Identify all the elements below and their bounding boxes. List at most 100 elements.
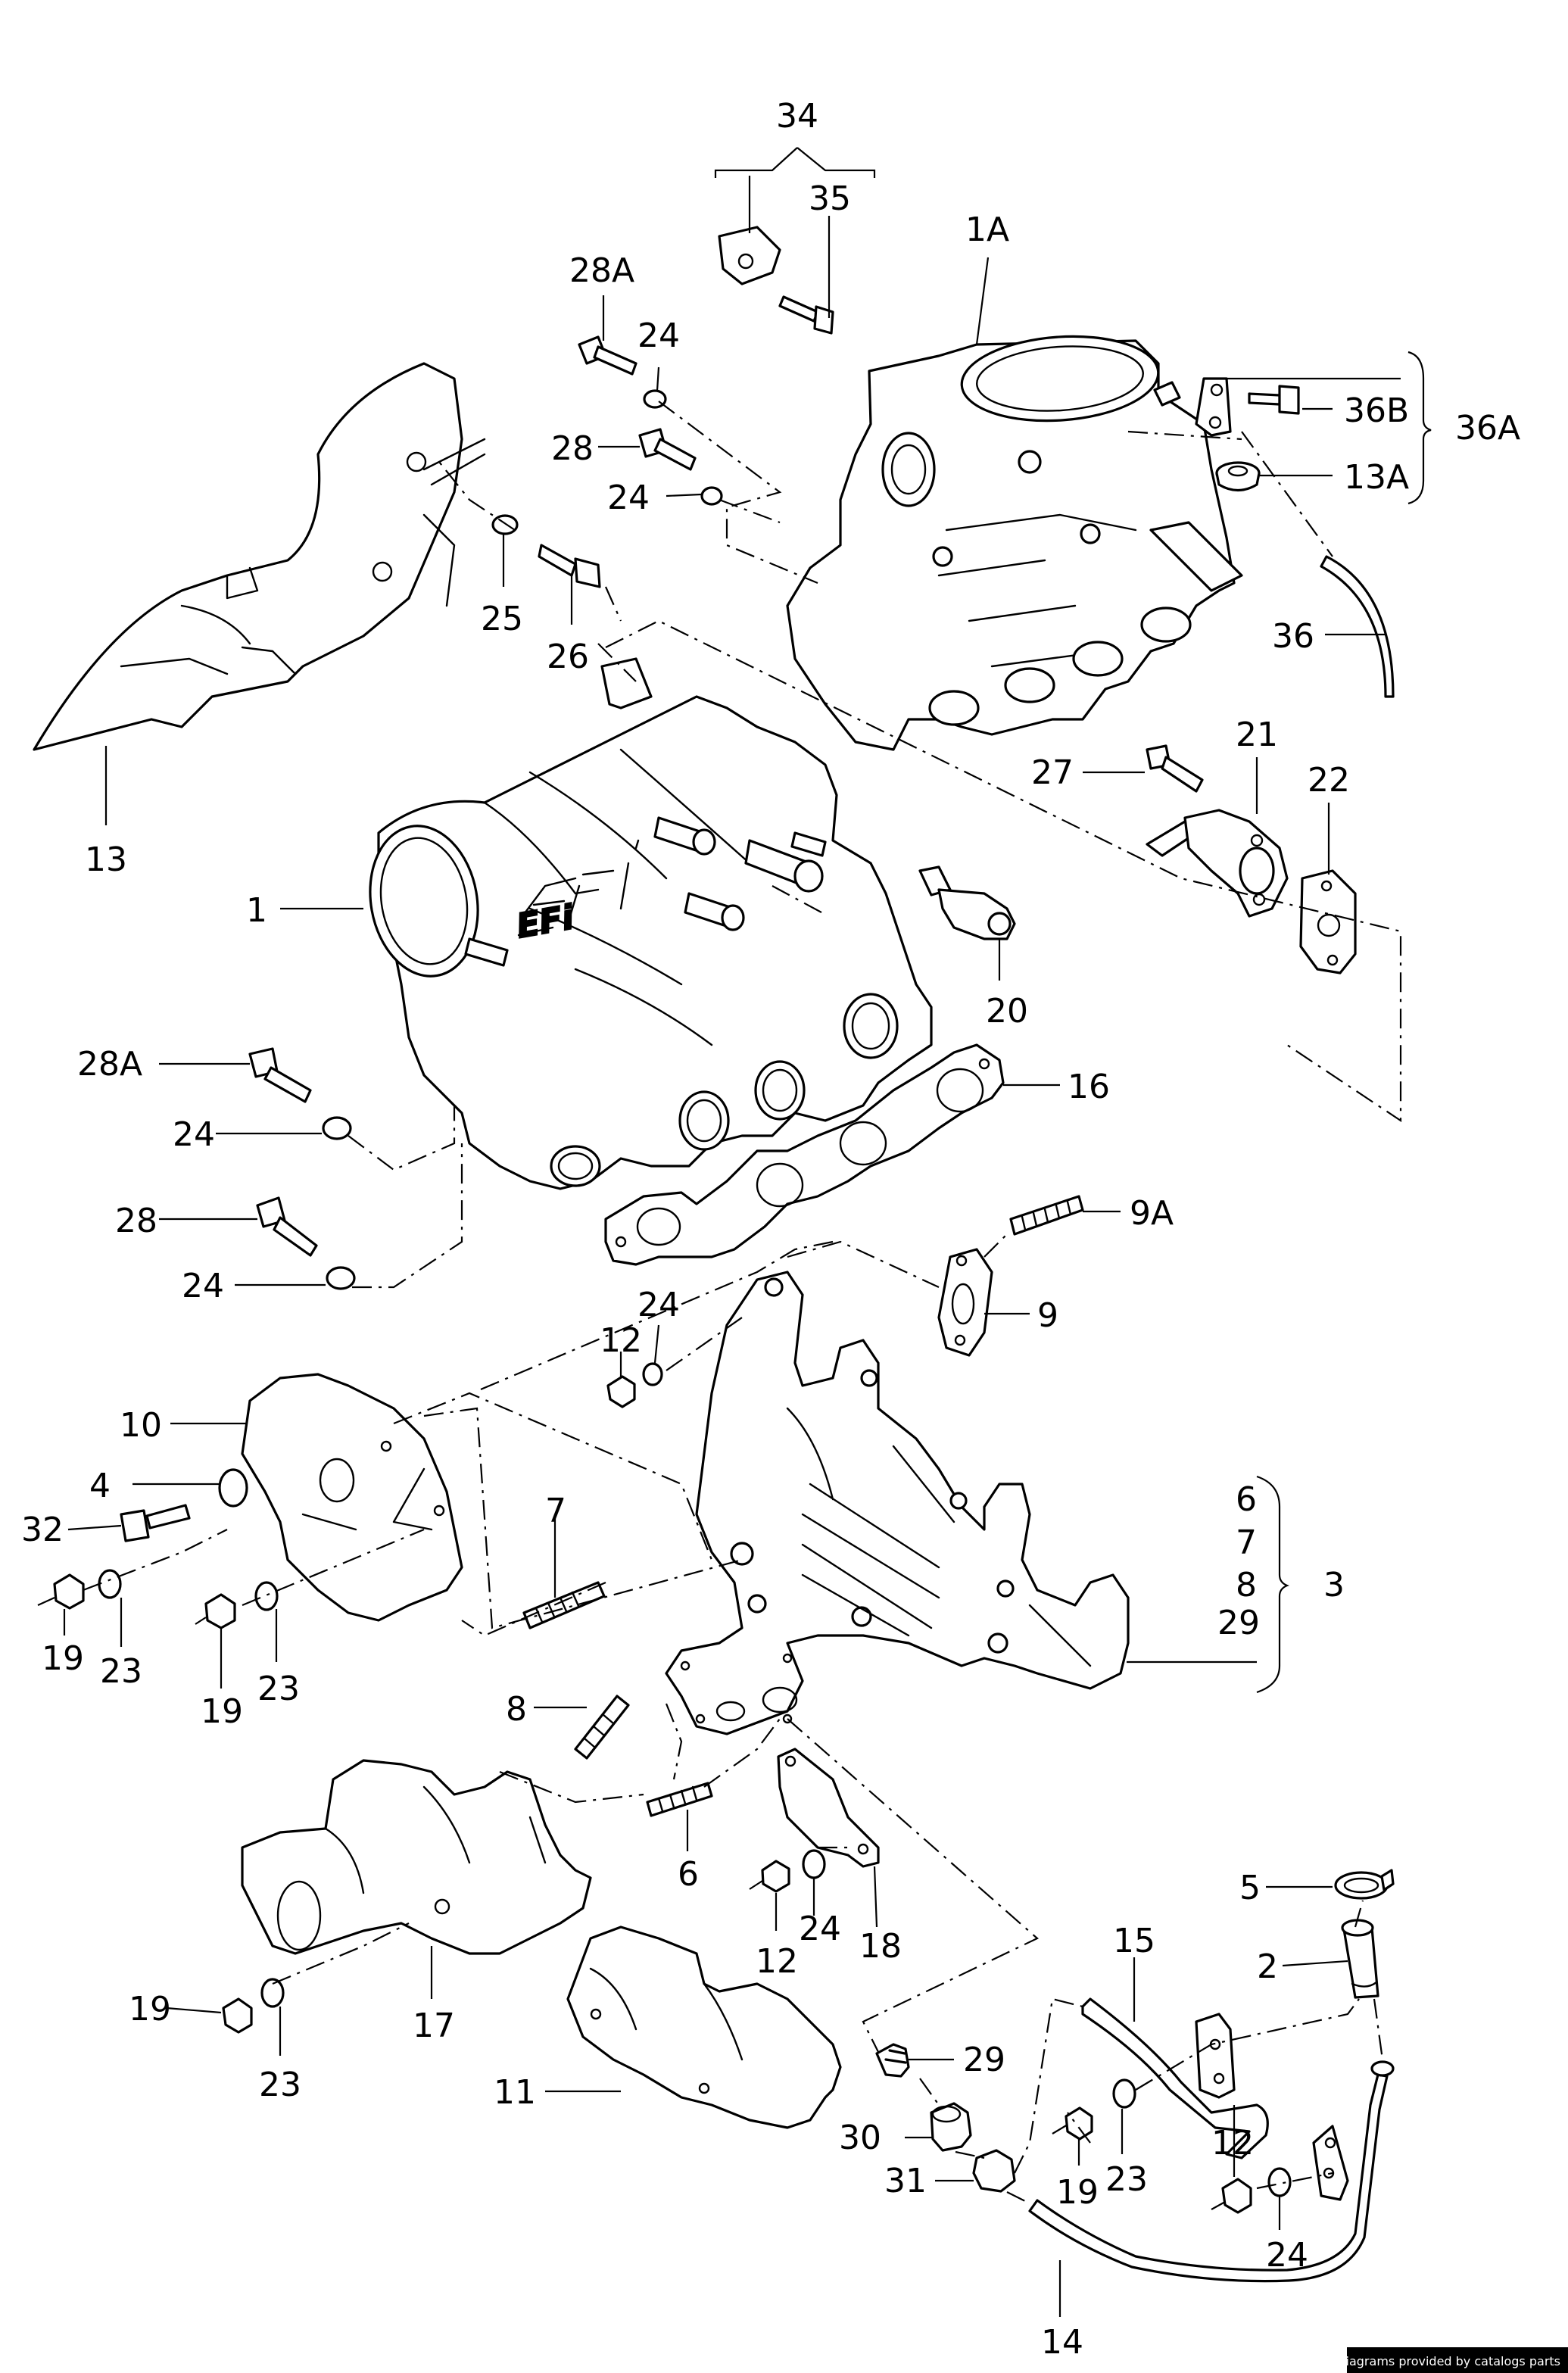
callout: 34 (776, 97, 818, 136)
nut-12-mid (606, 1375, 636, 1408)
callout: 29 (963, 2041, 1005, 2079)
heat-shield-17 (241, 1759, 592, 1955)
callout: 28 (551, 429, 594, 468)
callout: 24 (637, 317, 680, 355)
pipe-14 (1028, 2060, 1395, 2283)
washer-24-upper-b (700, 486, 723, 506)
callout: 14 (1041, 2323, 1083, 2362)
callout: 35 (809, 179, 851, 218)
bolt-28a-upper (578, 335, 637, 376)
callout: 30 (839, 2119, 881, 2157)
upper-intake-manifold (786, 335, 1243, 751)
hose-36 (1320, 555, 1395, 698)
callout: 29 (1217, 1604, 1260, 1642)
callout: 12 (600, 1321, 642, 1360)
callout: 20 (986, 992, 1028, 1031)
heat-shield-11 (566, 1926, 842, 2129)
washer-24-mid (642, 1362, 663, 1386)
pipe-2 (1341, 1919, 1379, 1999)
washer-23-b (254, 1581, 279, 1611)
nut-12-right (1221, 2178, 1252, 2214)
callout: 36B (1344, 391, 1409, 430)
callout: 24 (607, 479, 650, 517)
nut-12-lower (761, 1860, 790, 1893)
bolt-35 (778, 295, 834, 335)
grommet-13a (1215, 461, 1261, 492)
callout: 11 (494, 2073, 536, 2112)
callout: 12 (1211, 2124, 1254, 2163)
washer-24-right (1267, 2167, 1292, 2197)
nut-19-d (1065, 2106, 1093, 2141)
callout: 9 (1037, 1296, 1058, 1335)
washer-23-d (1112, 2078, 1136, 2109)
bracket-36a (1195, 377, 1232, 437)
callout: 21 (1236, 716, 1278, 754)
callout: 1 (246, 891, 267, 930)
callout: 10 (120, 1406, 162, 1445)
stud-8 (574, 1695, 630, 1760)
clamp-5 (1334, 1869, 1395, 1900)
callout: 23 (259, 2066, 301, 2104)
callout: 23 (257, 1670, 300, 1708)
bolt-28-lower (256, 1196, 318, 1257)
lower-intake-manifold: EFi (369, 657, 933, 1190)
nut-19-a (53, 1573, 85, 1610)
bracket-18 (777, 1748, 880, 1868)
callout: 19 (201, 1692, 243, 1731)
stud-26 (538, 544, 601, 588)
callout: 23 (100, 1652, 142, 1691)
stud-9a (1009, 1195, 1084, 1236)
washer-4 (218, 1468, 248, 1508)
callout: 17 (413, 2007, 455, 2045)
nut-19-c (222, 1997, 253, 2034)
adapter-30 (930, 2102, 972, 2152)
washer-24-lower-a (322, 1116, 352, 1140)
callout: 24 (1266, 2236, 1308, 2275)
heat-shield-13 (33, 362, 486, 751)
bolt-28a-lower (248, 1047, 312, 1103)
callout: 26 (547, 638, 589, 676)
stud-6 (646, 1782, 713, 1817)
washer-25 (491, 514, 519, 535)
bolt-27 (1146, 744, 1204, 793)
gasket-9 (937, 1248, 993, 1357)
callout: 18 (859, 1927, 902, 1966)
callout: 19 (42, 1639, 84, 1678)
callout: 8 (506, 1690, 527, 1729)
callout: 25 (481, 600, 523, 638)
callout: 27 (1031, 753, 1074, 792)
callout: 4 (89, 1467, 111, 1505)
stud-7 (522, 1581, 606, 1629)
callout: 28 (115, 1202, 157, 1240)
washer-23-c (260, 1978, 285, 2008)
callout: 6 (678, 1855, 699, 1894)
callout: 31 (884, 2162, 927, 2200)
callout: 13A (1344, 458, 1409, 497)
callout: 22 (1308, 761, 1350, 800)
callout: 3 (1323, 1566, 1345, 1604)
bolt-28-upper (638, 428, 697, 471)
callout: 13 (85, 840, 127, 879)
callout: 19 (129, 1990, 171, 2028)
fitting-29 (875, 2043, 910, 2078)
heat-shield-10 (241, 1373, 463, 1622)
nut-31 (972, 2149, 1016, 2193)
callout: 16 (1068, 1068, 1110, 1106)
callout: 28A (569, 251, 634, 290)
callout: 24 (173, 1115, 215, 1154)
tube-15 (1081, 1997, 1269, 2159)
callout: 1A (965, 210, 1009, 249)
callout: 9A (1130, 1194, 1174, 1233)
washer-23-a (98, 1569, 122, 1599)
bolt-32 (120, 1504, 191, 1542)
callout: 6 (1236, 1480, 1257, 1519)
credit-text: Diagrams provided by catalogs parts (1336, 2354, 1560, 2368)
callout: 8 (1236, 1566, 1257, 1604)
callout: 36A (1455, 409, 1520, 447)
credit-badge: Diagrams provided by catalogs parts (1336, 2347, 1568, 2373)
callout: 24 (182, 1267, 224, 1305)
washer-24-lower-c (802, 1849, 826, 1879)
callout-labels: 34 35 1A 28A 24 36B 36A 28 24 13A 25 26 … (21, 97, 1520, 2362)
gasket-16 (604, 1043, 1005, 1266)
